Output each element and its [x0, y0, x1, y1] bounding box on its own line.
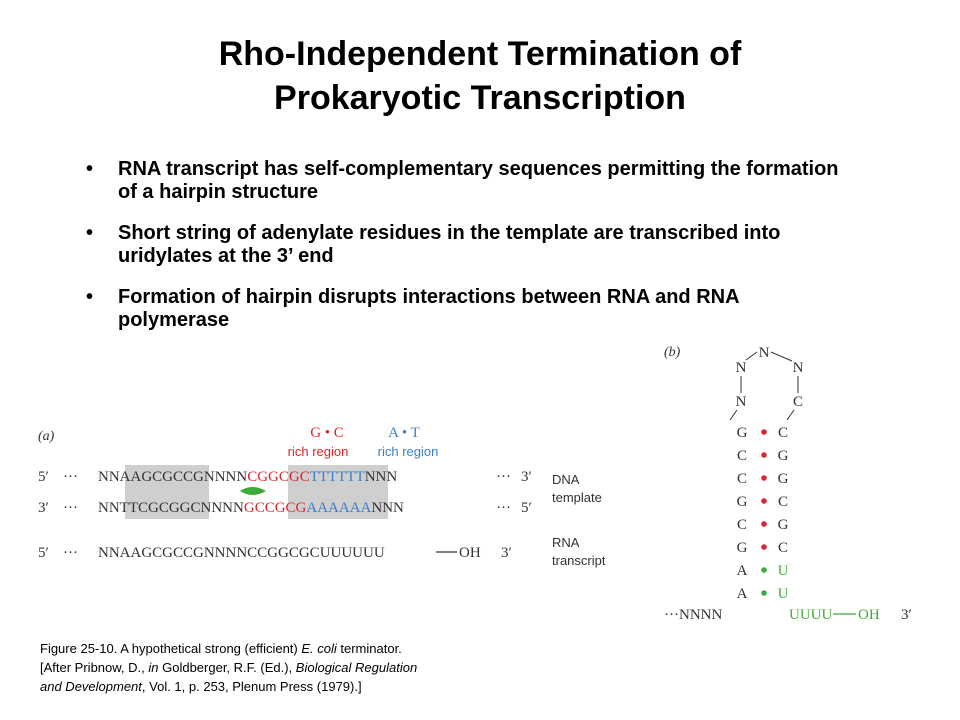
stem-left-base: G: [737, 540, 748, 556]
stem-right-base: C: [778, 425, 788, 441]
stem-left-base: G: [737, 494, 748, 510]
loop-nucleotide: N: [759, 345, 770, 361]
hairpin-upstream: ···NNNN: [664, 607, 722, 623]
dna-top-5prime: 5′: [38, 469, 49, 485]
stem-left-base: A: [737, 563, 748, 579]
at-pair-label: A • T: [388, 425, 420, 441]
hairpin-oh: OH: [858, 607, 880, 623]
base-pair-dot: [761, 590, 767, 596]
stem-right-base: G: [778, 517, 789, 533]
polymerase-symbol-icon: [240, 487, 266, 495]
dna-top-dots: ···: [63, 469, 78, 485]
stem-right-base: C: [778, 494, 788, 510]
panel-b-label: (b): [664, 345, 681, 360]
stem-left-base: C: [737, 448, 747, 464]
transcript-label: transcript: [552, 553, 606, 568]
bullet-item: Short string of adenylate residues in th…: [86, 222, 846, 268]
dna-top-strand: NNAAGCGCCGNNNNCGGCGCTTTTTTNNN: [98, 469, 397, 485]
bullet-item: Formation of hairpin disrupts interactio…: [86, 286, 846, 332]
dna-bottom-dots: ···: [63, 500, 78, 516]
loop-connector: [745, 351, 758, 361]
panel-a-label: (a): [38, 429, 55, 444]
base-pair-dot: [761, 567, 767, 573]
dna-bottom-3prime: 3′: [38, 500, 49, 516]
base-pair-dot: [761, 475, 767, 481]
caption-line-2: [After Pribnow, D., in Goldberger, R.F. …: [40, 660, 418, 675]
rna-5prime: 5′: [38, 545, 49, 561]
panel-a: (a) G • C rich region A • T rich region …: [38, 425, 606, 568]
dna-bottom-strand: NNTTCGCGGCNNNNGCCGCGAAAAAANNN: [98, 500, 404, 516]
bullet-item: RNA transcript has self-complementary se…: [86, 158, 846, 204]
rna-label: RNA: [552, 535, 580, 550]
rna-sequence: NNAAGCGCCGNNNNCCGGCGCUUUUUU: [98, 545, 385, 561]
loop-nucleotide: N: [736, 360, 747, 376]
shade-box-left: [125, 465, 209, 519]
base-pair-dot: [761, 452, 767, 458]
dna-bottom-5prime: 5′: [521, 500, 532, 516]
template-label: template: [552, 490, 602, 505]
gc-pair-label: G • C: [310, 425, 344, 441]
shade-box-right: [288, 465, 388, 519]
dna-bottom-right-dots: ···: [496, 500, 511, 516]
loop-nucleotide: N: [736, 394, 747, 410]
loop-connector: [770, 351, 793, 362]
rna-oh: OH: [459, 545, 481, 561]
base-pair-dot: [761, 429, 767, 435]
hairpin-u-tail: UUUU: [789, 607, 832, 623]
bullet-list: RNA transcript has self-complementary se…: [86, 158, 846, 350]
slide-title-line-1: Rho-Independent Termination of: [218, 35, 742, 73]
stem-left-base: G: [737, 425, 748, 441]
stem-left-base: A: [737, 586, 748, 602]
panel-b: (b) N N N N C G C C G C G A A C G G: [664, 345, 912, 623]
loop-connector: [786, 409, 795, 421]
dna-label: DNA: [552, 472, 580, 487]
dna-top-right-dots: ···: [496, 469, 511, 485]
slide-title: Rho-Independent Termination of Prokaryot…: [0, 32, 960, 120]
figure-caption: Figure 25-10. A hypothetical strong (eff…: [40, 639, 460, 696]
stem-right-base: U: [778, 563, 789, 579]
rna-dots: ···: [63, 545, 78, 561]
stem-right-base: G: [778, 448, 789, 464]
dna-top-3prime: 3′: [521, 469, 532, 485]
stem-right-base: C: [778, 540, 788, 556]
at-region-label: rich region: [378, 444, 439, 459]
gc-region-label: rich region: [288, 444, 349, 459]
loop-connector: [729, 409, 738, 421]
base-pair-dot: [761, 498, 767, 504]
stem-right-base: G: [778, 471, 789, 487]
caption-line-1: Figure 25-10. A hypothetical strong (eff…: [40, 641, 402, 656]
slide-title-line-2: Prokaryotic Transcription: [274, 79, 686, 117]
stem-left-base: C: [737, 517, 747, 533]
hairpin-3prime: 3′: [901, 607, 912, 623]
base-pair-dot: [761, 521, 767, 527]
base-pair-dot: [761, 544, 767, 550]
loop-nucleotide: N: [793, 360, 804, 376]
loop-nucleotide: C: [793, 394, 803, 410]
stem-left-base: C: [737, 471, 747, 487]
stem-right-base: U: [778, 586, 789, 602]
caption-line-3: and Development, Vol. 1, p. 253, Plenum …: [40, 679, 362, 694]
rna-3prime: 3′: [501, 545, 512, 561]
